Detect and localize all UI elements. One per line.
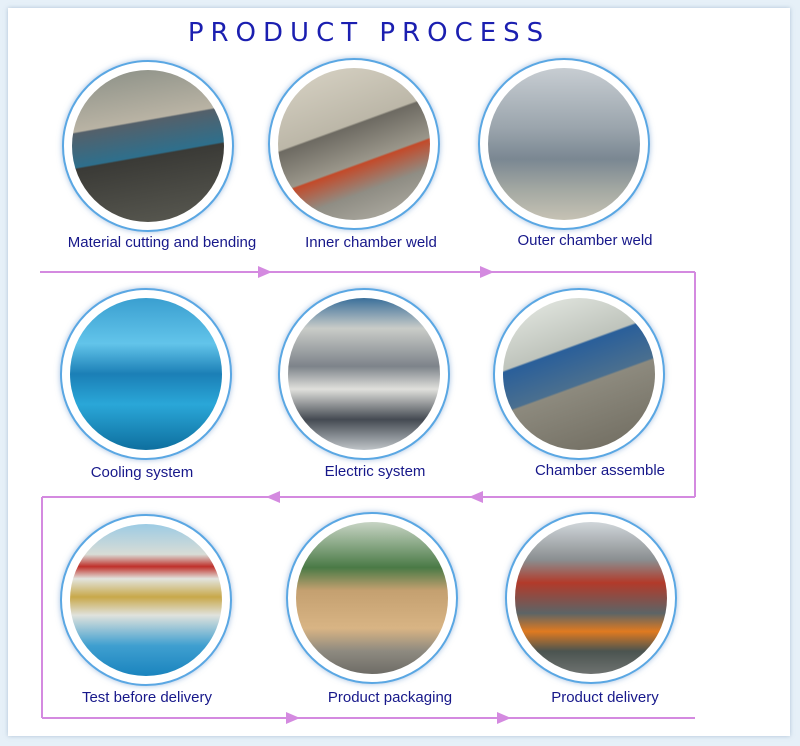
flow-arrowhead [258, 266, 272, 278]
step-label-inner-weld: Inner chamber weld [305, 234, 437, 251]
step-photo-product-delivery [505, 512, 677, 684]
step-label-cooling-system: Cooling system [90, 464, 194, 481]
step-label-material-cutting: Material cutting and bending [67, 234, 257, 251]
step-photo-inner-weld [268, 58, 440, 230]
step-photo-material-cutting [62, 60, 234, 232]
page-title: PRODUCT PROCESS [187, 18, 551, 48]
flow-arrowhead [266, 491, 280, 503]
step-label-product-packaging: Product packaging [327, 689, 453, 706]
step-label-product-delivery: Product delivery [551, 689, 659, 706]
flow-arrowhead [286, 712, 300, 724]
step-photo-product-packaging [286, 512, 458, 684]
step-label-outer-weld: Outer chamber weld [517, 232, 653, 249]
flow-arrowhead [497, 712, 511, 724]
flow-arrowhead [469, 491, 483, 503]
step-label-electric-system: Electric system [324, 463, 426, 480]
step-photo-cooling-system [60, 288, 232, 460]
step-photo-electric-system [278, 288, 450, 460]
step-label-test-before-delivery: Test before delivery [81, 689, 213, 706]
step-photo-test-before-delivery [60, 514, 232, 686]
flow-arrowhead [480, 266, 494, 278]
step-label-chamber-assemble: Chamber assemble [534, 462, 666, 479]
step-photo-outer-weld [478, 58, 650, 230]
step-photo-chamber-assemble [493, 288, 665, 460]
